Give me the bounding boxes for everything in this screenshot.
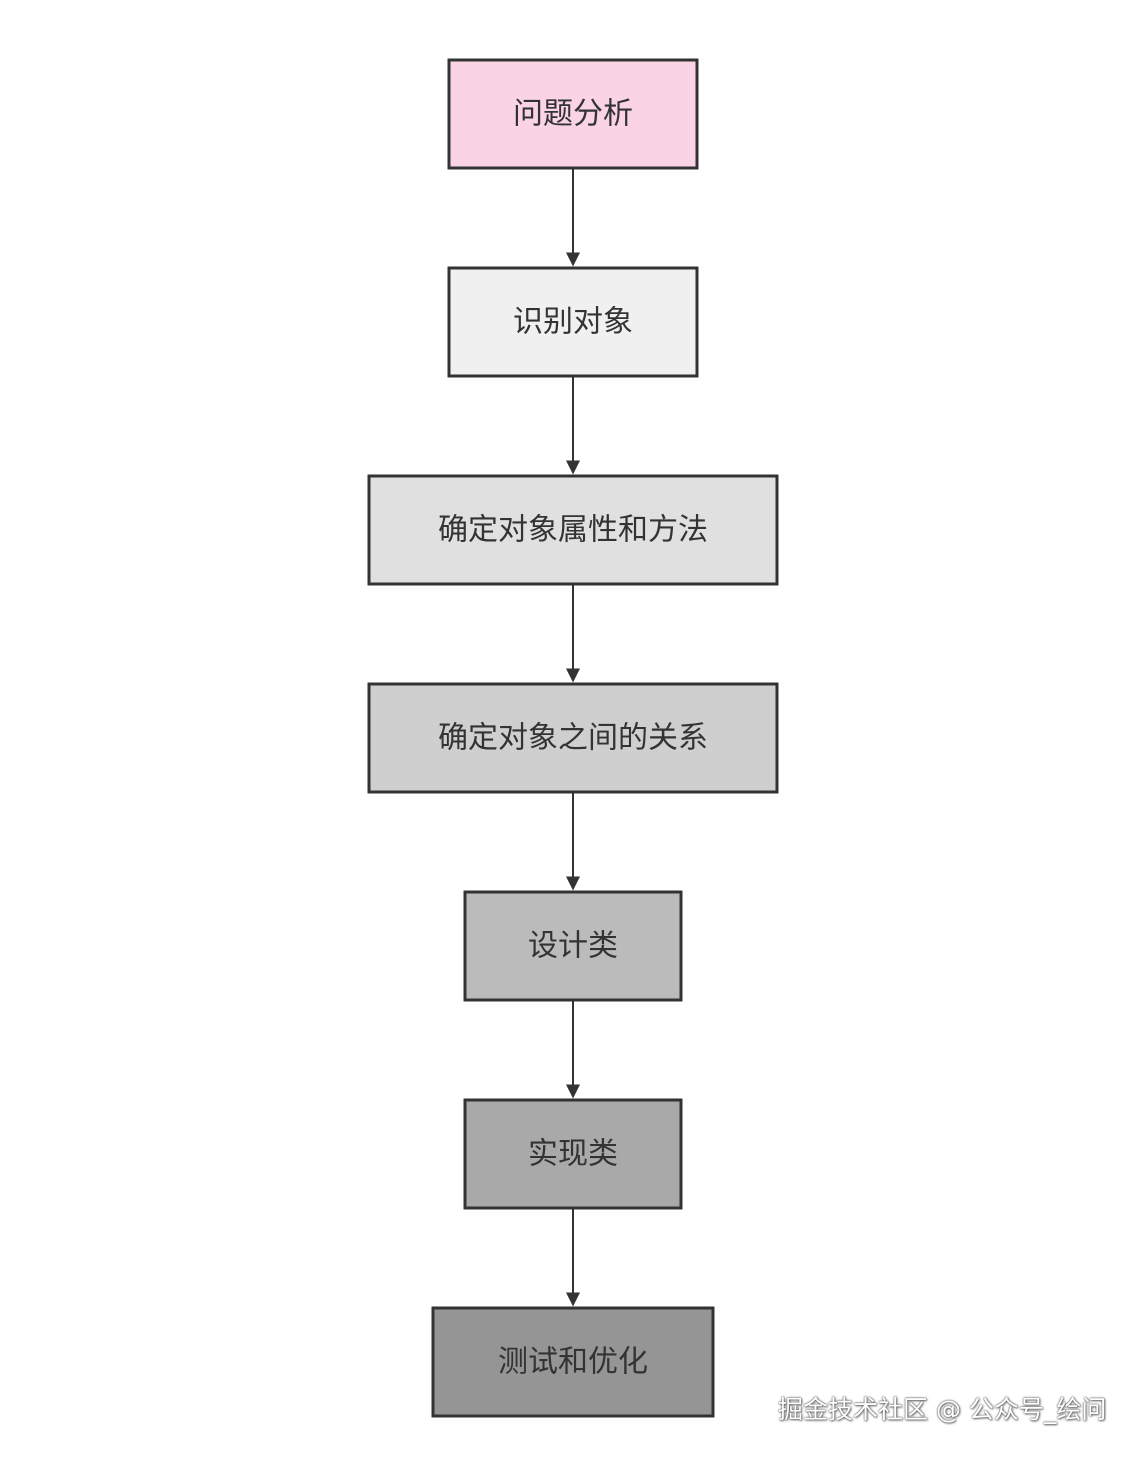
- flow-node-box: [447, 266, 699, 378]
- flow-node-2: 识别对象: [447, 266, 699, 378]
- arrow-down-icon: [566, 252, 580, 267]
- edges-layer: [566, 169, 580, 1307]
- flow-node-label: 问题分析: [513, 97, 633, 132]
- flow-node-box: [367, 474, 779, 586]
- flow-node-5: 设计类: [463, 890, 683, 1002]
- flow-node-box: [463, 1098, 683, 1210]
- flow-node-label: 设计类: [528, 929, 618, 964]
- flow-node-1: 问题分析: [447, 58, 699, 170]
- flow-node-label: 确定对象之间的关系: [438, 721, 708, 756]
- flow-node-7: 测试和优化: [431, 1306, 715, 1418]
- flow-node-box: [367, 682, 779, 794]
- flow-edge-4: [566, 793, 580, 891]
- flow-node-4: 确定对象之间的关系: [367, 682, 779, 794]
- flow-edge-5: [566, 1001, 580, 1099]
- watermark-text: 掘金技术社区 @ 公众号_绘问: [778, 1395, 1107, 1424]
- flow-node-6: 实现类: [463, 1098, 683, 1210]
- flow-edge-6: [566, 1209, 580, 1307]
- flow-node-box: [463, 890, 683, 1002]
- arrow-down-icon: [566, 1292, 580, 1307]
- arrow-down-icon: [566, 668, 580, 683]
- flow-node-box: [447, 58, 699, 170]
- arrow-down-icon: [566, 876, 580, 891]
- flow-node-box: [431, 1306, 715, 1418]
- flow-node-label: 测试和优化: [498, 1345, 648, 1380]
- flow-edge-3: [566, 585, 580, 683]
- flow-node-label: 确定对象属性和方法: [438, 513, 708, 548]
- flow-node-3: 确定对象属性和方法: [367, 474, 779, 586]
- arrow-down-icon: [566, 1084, 580, 1099]
- flow-node-label: 实现类: [528, 1137, 618, 1172]
- flow-edge-2: [566, 377, 580, 475]
- flow-node-label: 识别对象: [513, 305, 633, 340]
- arrow-down-icon: [566, 460, 580, 475]
- flow-edge-1: [566, 169, 580, 267]
